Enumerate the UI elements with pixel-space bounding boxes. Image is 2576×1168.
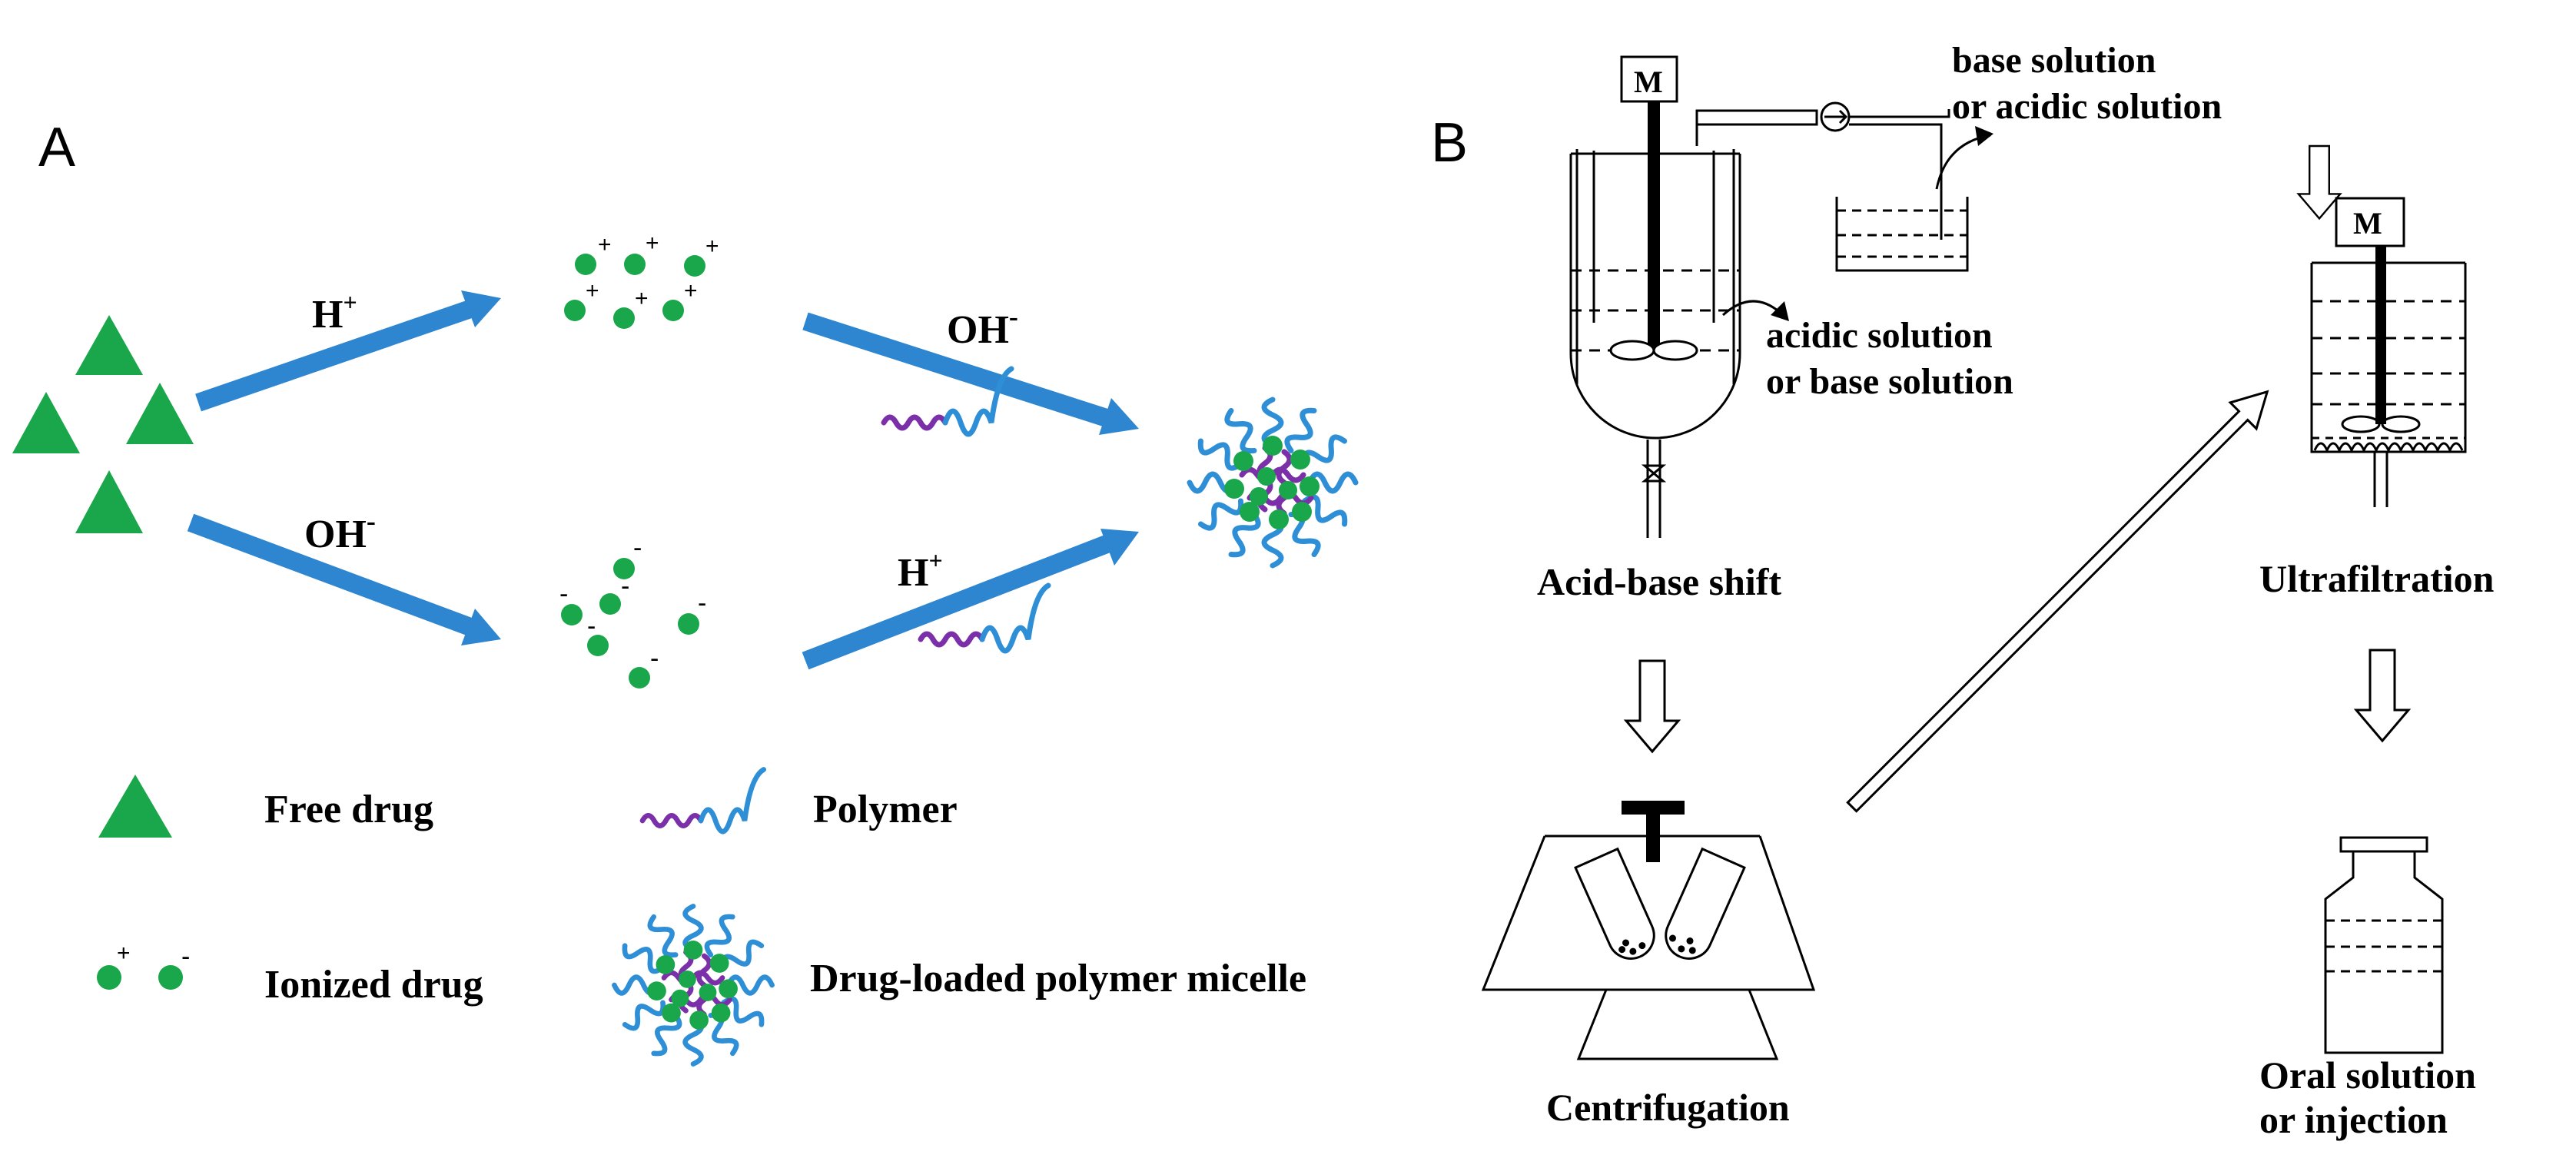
arrow-deprotonation-bottom [187, 513, 501, 645]
svg-text:-: - [587, 612, 596, 641]
svg-text:+: + [586, 278, 599, 304]
arrow-to-centrifugation [1625, 659, 1680, 753]
arrow-feed-ultrafiltration [2297, 144, 2342, 220]
legend-ionized-drug-icon: + - [97, 941, 190, 990]
legend-polymer-icon [642, 770, 764, 832]
svg-text:+: + [117, 941, 131, 966]
motor-label-ultrafiltration: M [2353, 206, 2382, 241]
svg-text:+: + [705, 234, 719, 259]
reagent-side-line-1: acidic solution [1766, 315, 1993, 356]
legend-free-drug-icon [98, 775, 172, 838]
curved-arrow-top [1935, 134, 1991, 190]
step-product-line-2: or injection [2259, 1098, 2448, 1141]
stirrer-blade-left [1609, 340, 1655, 361]
step-acid-base-shift-label: Acid-base shift [1537, 560, 1781, 603]
label-oh-minus-bottom: OH- [304, 506, 376, 556]
panel-a-label: A [38, 117, 75, 178]
legend-ionized-drug-label: Ionized drug [264, 963, 483, 1007]
label-oh-minus-top: OH- [947, 301, 1018, 352]
svg-text:+: + [684, 278, 698, 304]
arrow-to-product [2355, 649, 2410, 742]
micelle-product [1190, 400, 1356, 566]
legend-polymer-label: Polymer [813, 788, 958, 831]
svg-text:+: + [598, 232, 612, 257]
reactor-vessel [1569, 55, 1969, 538]
free-drug-cluster [12, 315, 194, 533]
panel-b-label: B [1431, 112, 1468, 174]
step-ultrafiltration-label: Ultrafiltration [2259, 557, 2495, 600]
legend-free-drug-label: Free drug [264, 788, 433, 831]
svg-text:-: - [698, 589, 706, 618]
reagent-side-line-2: or base solution [1766, 361, 2013, 402]
svg-text:-: - [621, 572, 629, 601]
svg-text:+: + [646, 231, 659, 256]
arrow-to-ultrafiltration [1846, 390, 2269, 813]
stirrer-blade-right [1652, 340, 1698, 361]
svg-text:-: - [559, 579, 568, 609]
centrifuge [1481, 835, 1816, 1060]
svg-text:-: - [633, 533, 642, 562]
anion-drug-cluster: - - - - - - [559, 533, 706, 689]
svg-text:+: + [635, 286, 649, 311]
ultrafiltration-unit [2310, 197, 2467, 507]
arrow-neutralize-bottom [802, 529, 1139, 670]
cation-drug-cluster: + + + + + + [564, 231, 719, 329]
reagent-top-line-1: base solution [1952, 40, 2156, 81]
legend-micelle-icon [614, 906, 772, 1063]
legend-micelle-label: Drug-loaded polymer micelle [810, 957, 1306, 1000]
centrifuge-rotor-shaft [1646, 813, 1660, 862]
svg-text:-: - [181, 942, 190, 971]
label-h-plus-bottom: H+ [898, 546, 943, 595]
product-vial [2324, 836, 2444, 1054]
svg-text:-: - [650, 644, 659, 673]
reagent-top-line-2: or acidic solution [1952, 86, 2222, 127]
label-h-plus-top: H+ [312, 288, 357, 337]
arrow-neutralize-top [802, 312, 1139, 435]
motor-label-reactor: M [1634, 65, 1663, 99]
centrifuge-rotor-top [1622, 801, 1685, 815]
step-product-line-1: Oral solution [2259, 1054, 2476, 1097]
arrow-protonation-top [195, 290, 501, 412]
step-centrifugation-label: Centrifugation [1546, 1086, 1790, 1129]
